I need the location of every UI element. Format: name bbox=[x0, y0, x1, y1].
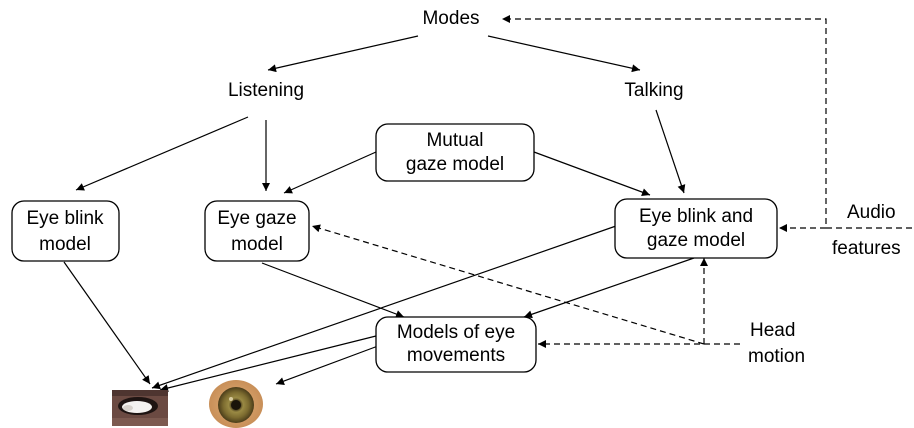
eye-movements-node: Models of eye movements bbox=[375, 316, 537, 373]
head-label-line-2: motion bbox=[748, 346, 805, 367]
edge-eye-blink-gaze-movements bbox=[523, 257, 695, 319]
edge-talking-eye-blink-gaze bbox=[655, 109, 686, 194]
modes-label: Modes bbox=[422, 8, 479, 29]
eye-gaze-line-1: Eye gaze bbox=[217, 208, 296, 229]
mutual-gaze-line-2: gaze model bbox=[406, 154, 504, 175]
edge-mutual-eye-blink-gaze bbox=[533, 151, 651, 196]
iris-image bbox=[209, 380, 263, 428]
eye-blink-gaze-model-node: Eye blink and gaze model bbox=[614, 198, 778, 259]
head-label-line-1: Head bbox=[750, 320, 795, 341]
audio-label-line-1: Audio bbox=[847, 202, 896, 223]
eye-gaze-model-node: Eye gaze model bbox=[204, 200, 310, 262]
mutual-gaze-line-1: Mutual bbox=[426, 130, 483, 151]
edge-listening-eye-blink bbox=[75, 116, 249, 191]
talking-label: Talking bbox=[624, 80, 683, 101]
eye-blink-model-node: Eye blink model bbox=[11, 200, 120, 262]
edge-modes-talking bbox=[487, 35, 641, 73]
eye-blink-line-1: Eye blink bbox=[26, 208, 104, 229]
eyelid-image bbox=[112, 390, 168, 426]
edge-movements-eyelid bbox=[159, 335, 377, 392]
eye-blink-gaze-line-1: Eye blink and bbox=[639, 206, 753, 227]
eye-movements-line-1: Models of eye bbox=[397, 322, 515, 343]
audio-label-line-2: features bbox=[832, 238, 901, 259]
eye-gaze-line-2: model bbox=[231, 234, 283, 255]
edge-mutual-eye-gaze bbox=[283, 151, 377, 194]
edge-modes-listening bbox=[267, 35, 419, 73]
listening-label: Listening bbox=[228, 80, 304, 101]
edge-head-eye-gaze bbox=[311, 224, 705, 345]
edge-eye-blink-eyelid bbox=[63, 261, 151, 385]
edge-audio-modes bbox=[502, 15, 912, 229]
eye-blink-gaze-line-2: gaze model bbox=[647, 230, 745, 251]
eye-blink-line-2: model bbox=[39, 234, 91, 255]
edge-eye-blink-gaze-eyelid bbox=[151, 225, 617, 390]
mutual-gaze-model-node: Mutual gaze model bbox=[375, 123, 535, 182]
edge-movements-iris bbox=[275, 345, 379, 385]
eye-movements-line-2: movements bbox=[407, 345, 505, 366]
edge-eye-gaze-movements bbox=[261, 262, 405, 318]
